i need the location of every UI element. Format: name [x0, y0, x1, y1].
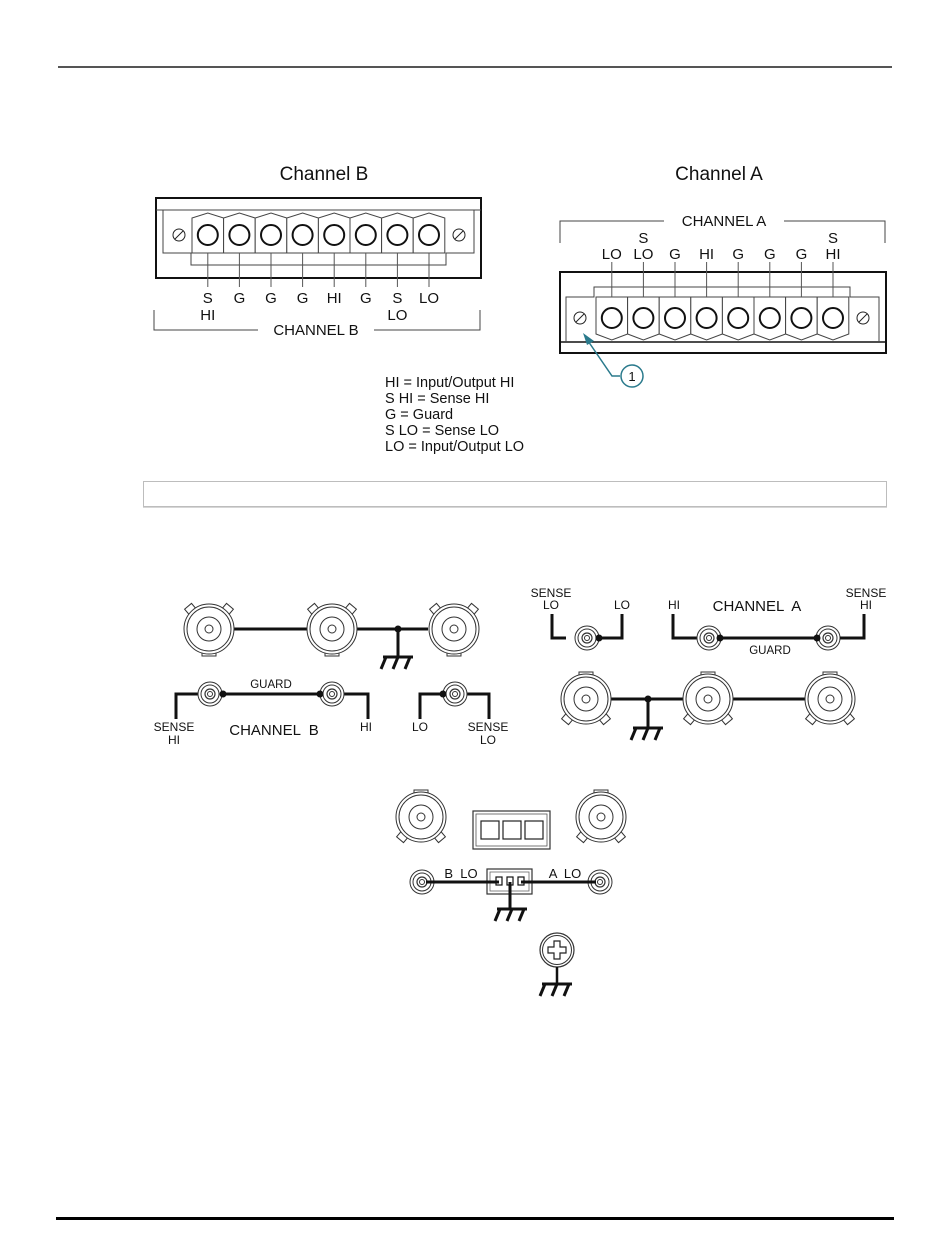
sense-hi-label: SENSE [154, 720, 195, 734]
terminal-screw: LO [412, 212, 446, 307]
terminal-screw: G [254, 212, 288, 307]
terminal-screw: G [785, 246, 818, 341]
terminal-screw: G [753, 246, 787, 341]
channel-b-bracket: CHANNEL B [153, 310, 481, 339]
b-lo-label: B LO [444, 866, 477, 881]
triax-panel-b: GUARD SENSE HI CHANNEL B HI LO SENSE LO [154, 602, 509, 747]
terminal-label: LO [419, 290, 439, 307]
legend-item: HI = Input/Output HI [385, 375, 515, 391]
chassis-ground-icon [629, 726, 665, 742]
terminal-screw: SHI [191, 212, 225, 324]
channel-a-bracket-label: CHANNEL A [682, 213, 766, 230]
terminal-label: G [796, 246, 808, 263]
a-lo-label: A LO [549, 866, 582, 881]
guard-label: GUARD [250, 679, 292, 691]
terminal-label: G [360, 290, 372, 307]
svg-text:LO: LO [543, 598, 559, 612]
channel-b-panel-label: CHANNEL B [229, 722, 318, 739]
terminal-screw: SHI [816, 230, 850, 341]
terminal-legend: HI = Input/Output HI S HI = Sense HI G =… [385, 375, 524, 455]
triax-connector-icon [682, 671, 734, 726]
svg-text:HI: HI [860, 598, 872, 612]
terminal-label: HI [826, 246, 841, 263]
terminal-screw: G [223, 212, 256, 307]
terminal-label: G [297, 290, 309, 307]
chassis-ground-icon [493, 907, 529, 923]
callout-number: 1 [628, 369, 635, 384]
legend-item: S LO = Sense LO [385, 423, 500, 439]
low-ground-panel: B LO A LO [395, 789, 627, 998]
legend-item: LO = Input/Output LO [385, 439, 525, 455]
channel-b-bracket-label: CHANNEL B [273, 322, 358, 339]
hi-label: HI [360, 720, 372, 734]
chassis-ground-icon [379, 655, 415, 671]
header-rule [58, 66, 892, 68]
terminal-label: G [732, 246, 744, 263]
terminal-screw: SLO [627, 230, 660, 341]
sense-lo-label: SENSE [531, 586, 572, 600]
terminal-label: S [203, 290, 213, 307]
channel-a-panel-label: CHANNEL A [713, 598, 802, 615]
terminal-label: G [669, 246, 681, 263]
triax-connector-icon [395, 789, 447, 844]
terminal-screw: G [658, 246, 692, 341]
terminal-screw: LO [595, 246, 629, 341]
terminal-label: HI [327, 290, 342, 307]
guard-label: GUARD [749, 645, 791, 657]
terminal-label: HI [699, 246, 714, 263]
terminal-screw: G [286, 212, 319, 307]
terminal-label: S [828, 230, 838, 247]
callout-1: 1 [583, 333, 644, 388]
terminal-screw: G [721, 246, 755, 341]
triax-connector-icon [804, 671, 856, 726]
triax-connector-icon [428, 602, 480, 657]
terminal-label: LO [633, 246, 653, 263]
small-triax-icon [197, 681, 223, 707]
terminal-label: HI [200, 307, 215, 324]
channel-a-bracket: CHANNEL A [559, 213, 886, 243]
small-triax-icon [319, 681, 345, 707]
figure-caption-box [143, 481, 887, 507]
terminal-screw: HI [690, 246, 723, 341]
triax-connector-icon [183, 602, 235, 657]
terminal-screw: G [349, 212, 383, 307]
triax-connector-icon [575, 789, 627, 844]
sense-lo-label: SENSE [468, 720, 509, 734]
terminal-label: G [234, 290, 246, 307]
legend-item: G = Guard [385, 407, 454, 423]
terminal-screw: SLO [381, 212, 414, 324]
triax-panel-a: SENSE LO LO HI CHANNEL A SENSE HI GUARD [531, 586, 887, 742]
legend-item: S HI = Sense HI [385, 391, 490, 407]
sense-hi-label: SENSE [846, 586, 887, 600]
triax-connector-icon [306, 602, 358, 657]
footer-rule [56, 1217, 894, 1220]
channel-b-title: Channel B [280, 164, 369, 185]
chassis-ground-screw [538, 932, 575, 998]
terminal-label: S [638, 230, 648, 247]
terminal-screw: HI [317, 212, 351, 307]
hi-label: HI [668, 598, 680, 612]
lo-label: LO [412, 720, 428, 734]
three-pin-connector [472, 810, 551, 850]
triax-connector-icon [560, 671, 612, 726]
terminal-label: G [764, 246, 776, 263]
terminal-label: LO [387, 307, 407, 324]
small-triax-icon [574, 625, 600, 651]
channel-a-title: Channel A [675, 164, 763, 185]
small-triax-icon [442, 681, 468, 707]
svg-text:LO: LO [480, 733, 496, 747]
terminal-label: S [392, 290, 402, 307]
lo-label: LO [614, 598, 630, 612]
plus-screw-icon [547, 940, 567, 960]
chassis-ground-icon [538, 982, 574, 998]
terminal-label: LO [602, 246, 622, 263]
svg-text:HI: HI [168, 733, 180, 747]
terminal-label: G [265, 290, 277, 307]
